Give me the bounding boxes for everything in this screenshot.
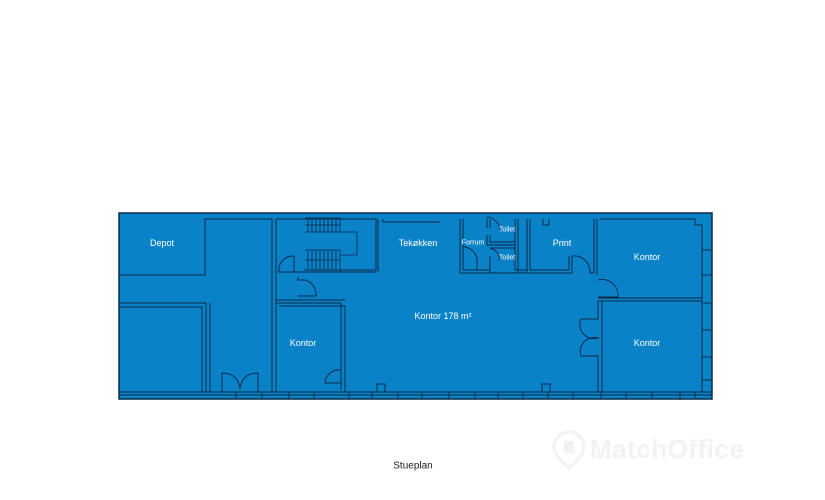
room-label-kontor-ne: Kontor [633, 252, 661, 262]
room-label-kontor-w: Kontor [289, 338, 317, 348]
room-label-kontor-main: Kontor 178 m² [414, 311, 472, 321]
map-pin-building-icon [552, 430, 586, 470]
floor-caption: Stueplan [393, 460, 433, 472]
room-label-forrum: Forrum [461, 239, 485, 247]
walls [119, 216, 712, 399]
room-label-toilet-1: Toilet [498, 226, 516, 234]
watermark: MatchOffice [550, 430, 744, 470]
watermark-brand: MatchOffice [590, 434, 745, 464]
room-label-toilet-2: Toilet [498, 254, 516, 262]
room-label-kontor-se: Kontor [633, 338, 661, 348]
room-label-print: Print [552, 238, 572, 248]
building-footprint [118, 212, 713, 400]
room-label-depot: Depot [149, 238, 175, 248]
room-label-tekokken: Tekøkken [398, 238, 438, 248]
